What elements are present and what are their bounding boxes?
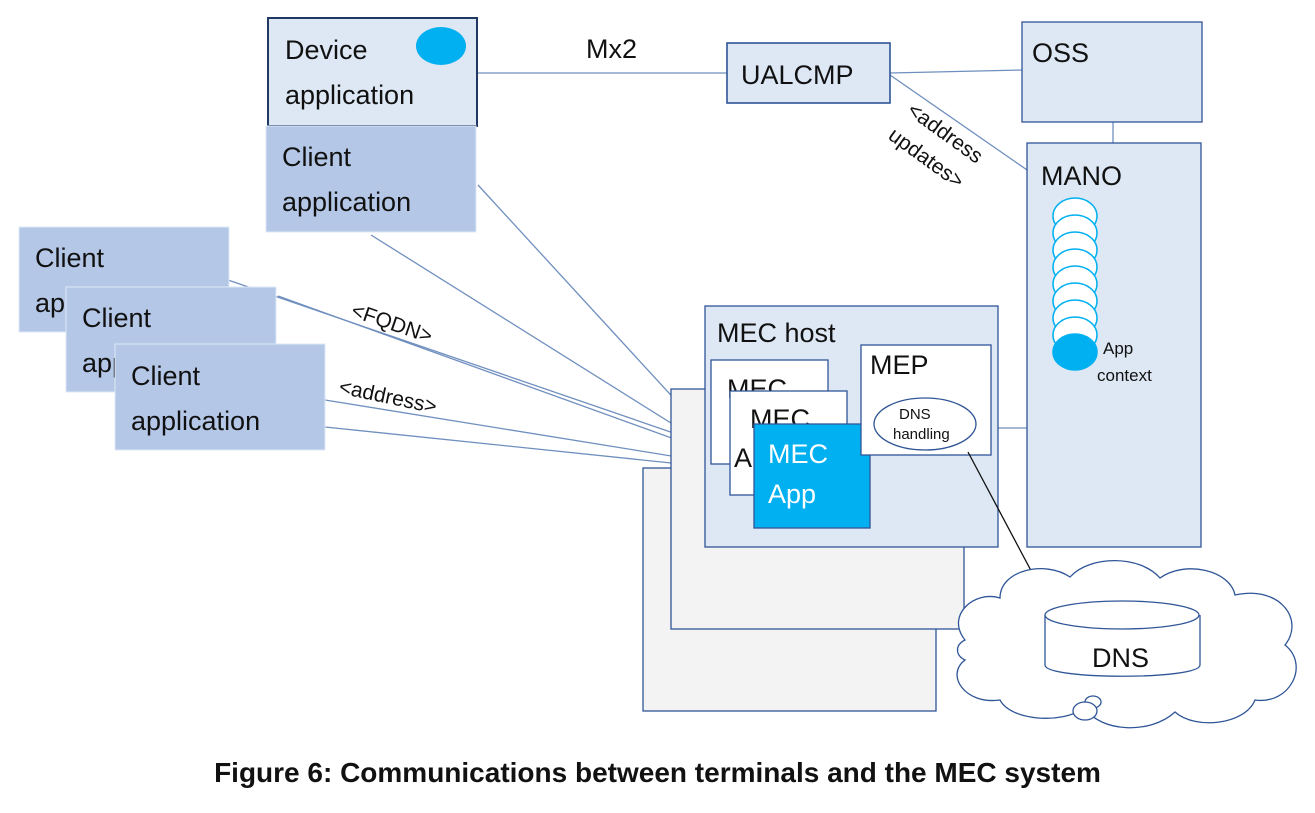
- device-application-word-1: Device: [285, 35, 368, 65]
- dns-handling-label-2: handling: [893, 426, 950, 443]
- mec-app-front-label-1: MEC: [768, 439, 828, 469]
- dns-label: DNS: [1092, 643, 1149, 673]
- dns-handling-label-1: DNS: [899, 406, 931, 423]
- client-application-2-line-1: Client: [82, 303, 152, 333]
- address-label: <address>: [337, 375, 439, 418]
- mec-app-stack: MEC MEC A MEC App: [710, 359, 871, 529]
- device-application-word-2: application: [285, 80, 414, 110]
- ualcmp-mano-link: [889, 74, 1031, 173]
- mep-label: MEP: [870, 350, 929, 380]
- client-application-3-box: [114, 343, 326, 451]
- app-context-label-2: context: [1097, 366, 1152, 385]
- ualcmp-box: [726, 42, 891, 104]
- client-application-3-line-2: application: [131, 406, 260, 436]
- dns-database-icon: [1044, 600, 1201, 677]
- mec-app-front: [753, 423, 871, 529]
- device-app-mec-link: [370, 234, 723, 456]
- device-indicator-icon: [416, 27, 466, 65]
- app-context-label-1: App: [1103, 339, 1133, 358]
- client-application-box: [265, 125, 477, 233]
- mec-host-label: MEC host: [717, 318, 836, 348]
- client-application-3-line-1: Client: [131, 361, 201, 391]
- app-context-stack: [1052, 197, 1098, 371]
- mx2-label: Mx2: [586, 34, 637, 64]
- dns-handling-ellipse: [873, 397, 977, 451]
- client-application-1-line-1: Client: [35, 243, 105, 273]
- fqdn-label: <FQDN>: [348, 299, 435, 348]
- mec-app-front-label-2: App: [768, 479, 816, 509]
- oss-box: [1021, 21, 1203, 123]
- mec-app-back-2-partial: A: [734, 443, 752, 473]
- figure-caption: Figure 6: Communications between termina…: [214, 757, 1101, 788]
- ualcmp-label: UALCMP: [741, 60, 854, 90]
- device-application-label: Device application: [285, 35, 414, 110]
- client-application-label: Client application: [282, 142, 411, 217]
- mano-label: MANO: [1041, 161, 1122, 191]
- oss-label: OSS: [1032, 38, 1089, 68]
- ualcmp-oss-link: [889, 69, 1023, 74]
